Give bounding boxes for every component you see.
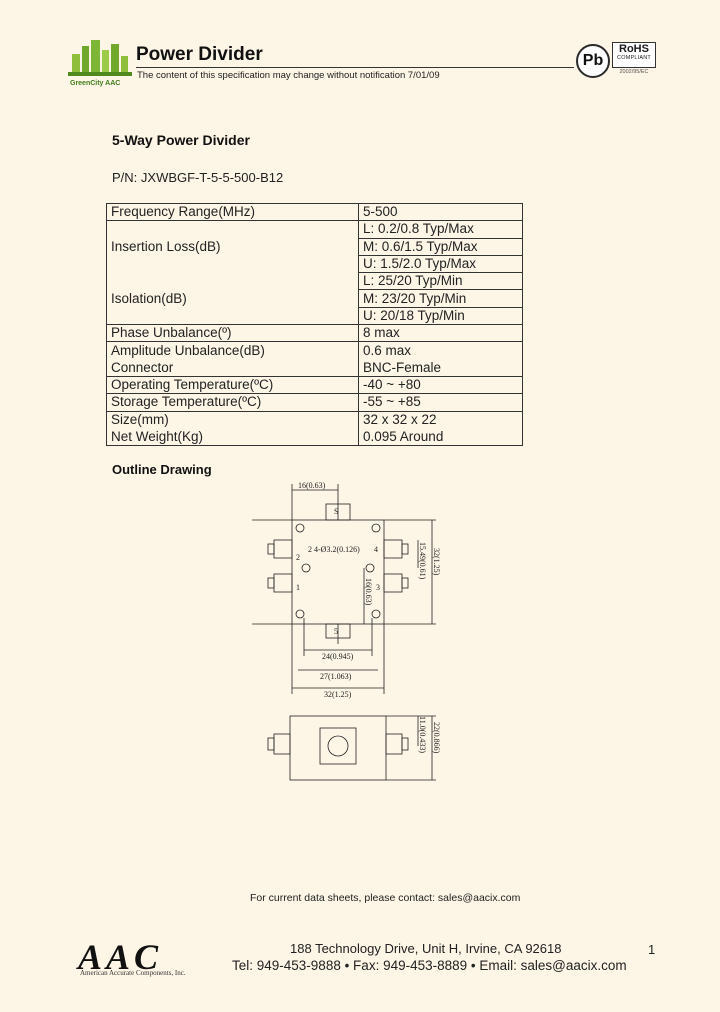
outline-drawing: 16(0.63) S 1 2 3 4 5 2 4-Ø3.2(0.126) 15.…	[252, 481, 441, 781]
contact-line: Tel: 949-453-9888 • Fax: 949-453-8889 • …	[232, 958, 627, 973]
product-title: 5-Way Power Divider	[112, 132, 250, 148]
spec-label	[106, 220, 359, 239]
spec-row-amplitude-unbalance: Amplitude Unbalance(dB) 0.6 max	[106, 341, 523, 360]
spec-value: L: 25/20 Typ/Min	[358, 272, 523, 291]
spec-value: BNC-Female	[358, 359, 523, 377]
spec-value: -40 ~ +80	[358, 375, 523, 395]
spec-label: Storage Temperature(ºC)	[106, 393, 359, 412]
dim-center-vertical: 16(0.63)	[364, 578, 373, 606]
dim-bottom-total: 32(1.25)	[324, 690, 352, 699]
spec-label	[106, 307, 359, 326]
outline-drawing-heading: Outline Drawing	[112, 462, 212, 477]
side-view-body	[289, 715, 387, 781]
rohs-badge: RoHS COMPLIANT	[612, 42, 656, 68]
spec-row-isolation: U: 20/18 Typ/Min	[106, 306, 523, 326]
mounting-hole	[295, 523, 305, 533]
mounting-hole	[295, 609, 305, 619]
spec-row-insertion-loss: L: 0.2/0.8 Typ/Max	[106, 220, 523, 239]
port-label-3: 3	[376, 583, 380, 592]
spec-value: M: 0.6/1.5 Typ/Max	[358, 237, 523, 256]
header-divider	[136, 67, 574, 68]
spec-value: U: 20/18 Typ/Min	[358, 306, 523, 326]
rohs-label: RoHS	[619, 43, 649, 55]
side-view-connector	[319, 727, 357, 765]
connector-1	[273, 573, 293, 593]
spec-value: L: 0.2/0.8 Typ/Max	[358, 220, 523, 239]
rohs-directive: 2002/95/EC	[619, 69, 649, 75]
dim-hole: 4-Ø3.2(0.126)	[314, 545, 360, 554]
mounting-hole	[301, 563, 311, 573]
pb-symbol: Pb	[582, 52, 604, 69]
port-label-5: 5	[334, 627, 338, 636]
spec-table: Frequency Range(MHz) 5-500 L: 0.2/0.8 Ty…	[106, 202, 523, 447]
svg-text:GreenCity AAC: GreenCity AAC	[70, 80, 120, 87]
mounting-hole	[365, 563, 375, 573]
spec-row-insertion-loss: Insertion Loss(dB) M: 0.6/1.5 Typ/Max	[106, 237, 523, 256]
specification-notice: The content of this specification may ch…	[137, 70, 440, 81]
datasheet-contact-note: For current data sheets, please contact:…	[250, 892, 521, 904]
spec-label: Net Weight(Kg)	[106, 428, 359, 447]
spec-row-phase-unbalance: Phase Unbalance(º) 8 max	[106, 324, 523, 343]
mounting-hole	[371, 609, 381, 619]
connector-2	[273, 539, 293, 559]
spec-label: Size(mm)	[106, 410, 359, 429]
spec-label: Operating Temperature(ºC)	[106, 375, 359, 395]
port-label-2: 2	[296, 553, 300, 562]
dim-right-total: 32(1.25)	[432, 548, 441, 576]
dim-bottom-mid: 27(1.063)	[320, 672, 352, 681]
spec-value: 0.6 max	[358, 341, 523, 360]
spec-row-operating-temperature: Operating Temperature(ºC) -40 ~ +80	[106, 375, 523, 395]
spec-row-size: Size(mm) 32 x 32 x 22	[106, 410, 523, 429]
spec-value: 8 max	[358, 324, 523, 343]
spec-label: Amplitude Unbalance(dB)	[106, 341, 359, 360]
part-number: P/N: JXWBGF-T-5-5-500-B12	[112, 170, 284, 185]
spec-label: Connector	[106, 359, 359, 377]
lead-free-badge: Pb	[576, 44, 610, 78]
rohs-compliant-label: COMPLIANT	[617, 55, 651, 61]
dim-top-width: 16(0.63)	[298, 481, 326, 490]
spec-label: Isolation(dB)	[106, 289, 359, 308]
spec-row-isolation: L: 25/20 Typ/Min	[106, 272, 523, 291]
spec-row-insertion-loss: U: 1.5/2.0 Typ/Max	[106, 254, 523, 274]
port-label-s: S	[334, 507, 338, 516]
spec-row-connector: Connector BNC-Female	[106, 359, 523, 377]
spec-label	[106, 255, 359, 273]
dim-side-small: 11.0(0.433)	[418, 716, 427, 753]
page-title: Power Divider	[136, 44, 263, 65]
company-name: American Accurate Components, Inc.	[80, 969, 186, 977]
spec-label: Frequency Range(MHz)	[106, 202, 359, 222]
port-label-2-inner: 2	[308, 545, 312, 554]
connector-4	[383, 539, 403, 559]
spec-label	[106, 272, 359, 290]
port-label-1: 1	[296, 583, 300, 592]
page-number: 1	[648, 942, 656, 957]
aac-logo: AAC	[78, 937, 163, 977]
greencity-logo: GreenCity AAC	[68, 40, 132, 87]
mounting-hole	[371, 523, 381, 533]
connector-3	[383, 573, 403, 593]
spec-row-frequency: Frequency Range(MHz) 5-500	[106, 202, 523, 222]
spec-label: Phase Unbalance(º)	[106, 324, 359, 343]
spec-value: M: 23/20 Typ/Min	[358, 289, 523, 308]
dim-right-small: 15.49(0.61)	[418, 542, 427, 580]
spec-row-isolation: Isolation(dB) M: 23/20 Typ/Min	[106, 289, 523, 308]
dim-bottom-inner: 24(0.945)	[322, 652, 354, 661]
spec-value: 0.095 Around	[358, 428, 523, 447]
spec-value: U: 1.5/2.0 Typ/Max	[358, 254, 523, 274]
dim-side-total: 22(0.866)	[432, 722, 441, 754]
spec-value: -55 ~ +85	[358, 393, 523, 412]
spec-value: 32 x 32 x 22	[358, 410, 523, 429]
spec-value: 5-500	[358, 202, 523, 222]
port-label-4: 4	[374, 545, 378, 554]
spec-row-storage-temperature: Storage Temperature(ºC) -55 ~ +85	[106, 393, 523, 412]
company-address: 188 Technology Drive, Unit H, Irvine, CA…	[290, 941, 562, 956]
spec-row-net-weight: Net Weight(Kg) 0.095 Around	[106, 428, 523, 447]
spec-label: Insertion Loss(dB)	[106, 238, 359, 256]
